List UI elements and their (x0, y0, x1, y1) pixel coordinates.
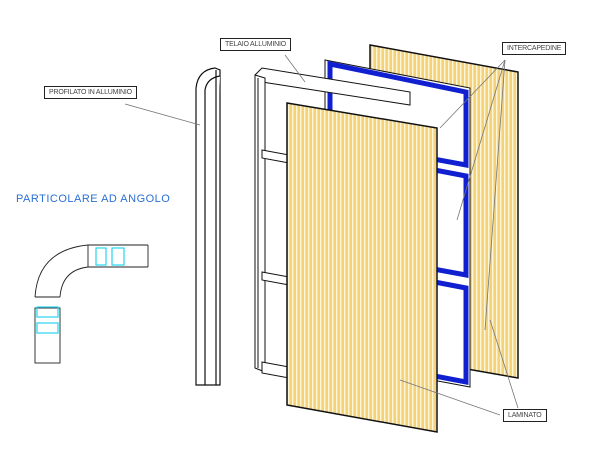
leader-lines (124, 54, 519, 416)
label-telaio: TELAIO ALLUMINIO (220, 38, 291, 51)
detail-title: PARTICOLARE AD ANGOLO (16, 193, 171, 205)
aluminium-profile (195, 67, 221, 386)
corner-detail-drawing (34, 244, 149, 364)
label-laminato: LAMINATO (503, 409, 547, 422)
front-laminate-panel (286, 102, 438, 433)
label-intercapedine: INTERCAPEDINE (502, 42, 567, 55)
label-profilato: PROFILATO IN ALLUMINIO (44, 86, 137, 99)
